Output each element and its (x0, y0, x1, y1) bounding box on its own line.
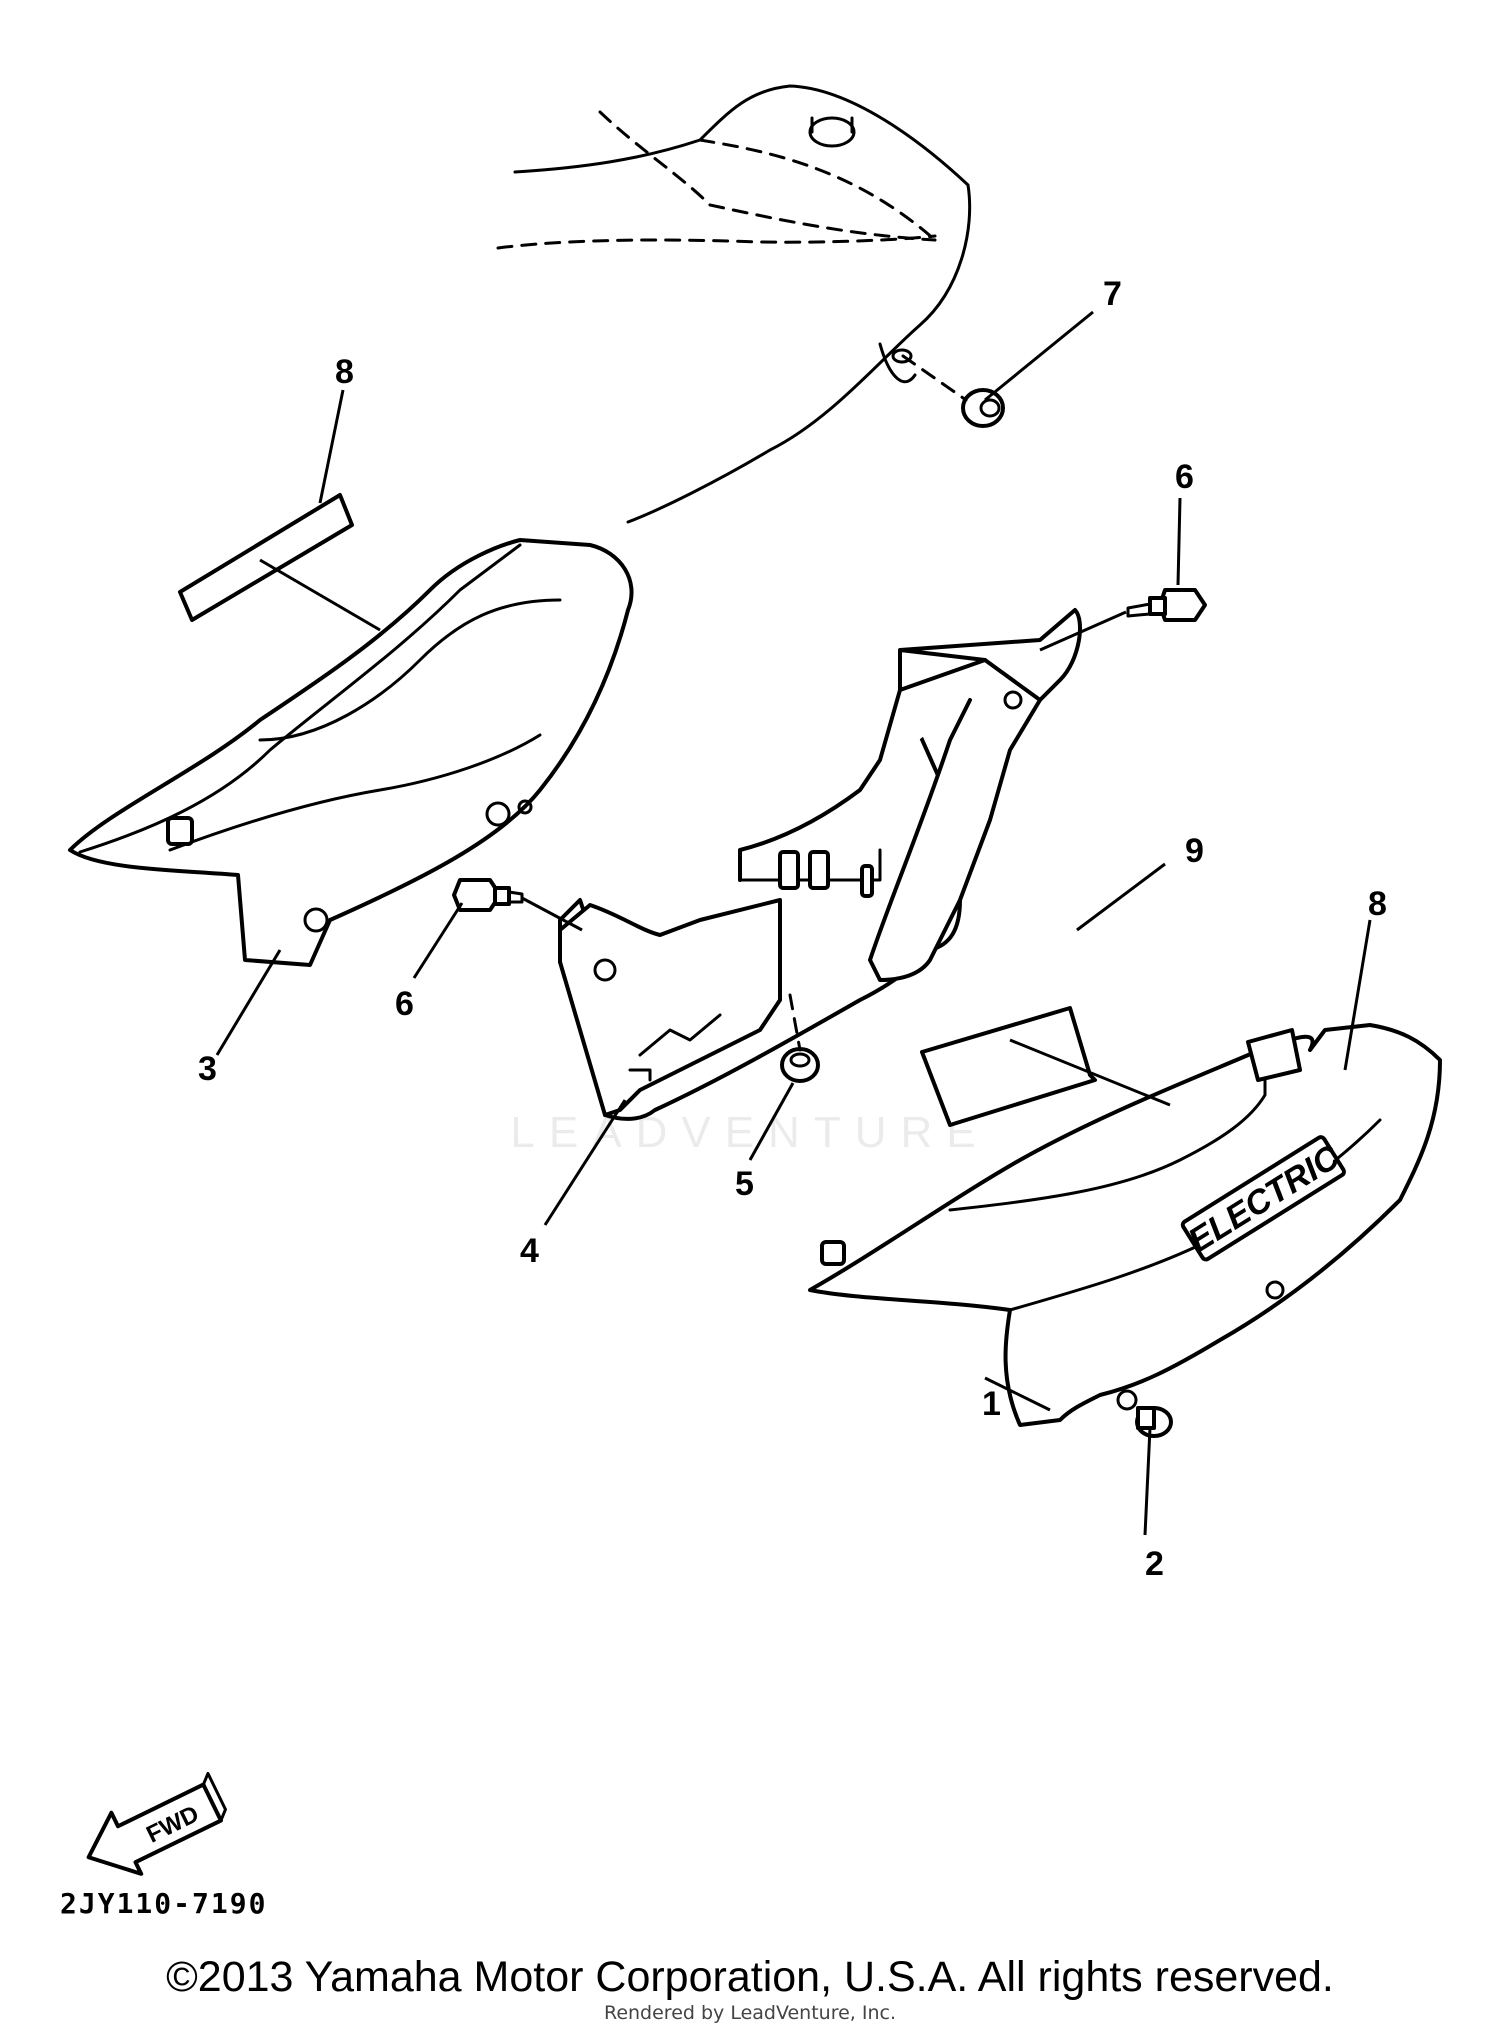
watermark: LEADVENTURE (510, 1108, 990, 1157)
decal-part-8-left (178, 493, 354, 622)
grommet-part-5 (780, 1047, 820, 1083)
screw-part-2 (1135, 1406, 1173, 1438)
bolt-part-6-left (452, 878, 524, 912)
bracket-part-4 (558, 608, 1082, 1121)
copyright-notice: ©2013 Yamaha Motor Corporation, U.S.A. A… (166, 1953, 1334, 2001)
fasteners (452, 388, 1207, 1438)
callout-numbers: 7 8 6 6 3 4 5 9 8 1 2 (198, 275, 1387, 1583)
fwd-arrow-icon: FWD (86, 1771, 227, 1876)
callout-6-left: 6 (395, 985, 414, 1023)
callout-8-left: 8 (335, 353, 354, 391)
callout-9: 9 (1185, 832, 1204, 870)
callout-5: 5 (735, 1165, 754, 1203)
callout-1: 1 (982, 1385, 1001, 1423)
decals (178, 493, 1097, 1127)
callout-6-right: 6 (1175, 458, 1194, 496)
grommet-part-7 (961, 388, 1005, 428)
bolt-part-6-right (1126, 588, 1207, 622)
callout-2: 2 (1145, 1545, 1164, 1583)
callout-3: 3 (198, 1050, 217, 1088)
left-side-cover-part-3 (68, 538, 634, 967)
callout-7: 7 (1103, 275, 1122, 313)
label-part-9 (920, 1006, 1097, 1127)
leader-lines (215, 310, 1372, 1536)
right-side-cover-part-1: ELECTRIC (808, 1023, 1442, 1427)
callout-4: 4 (520, 1232, 539, 1270)
drawing-code: 2JY110-7190 (60, 1887, 268, 1920)
callout-8-right: 8 (1368, 885, 1387, 923)
fuel-tank-outline (496, 84, 972, 524)
rendered-by-notice: Rendered by LeadVenture, Inc. (603, 2002, 897, 2024)
